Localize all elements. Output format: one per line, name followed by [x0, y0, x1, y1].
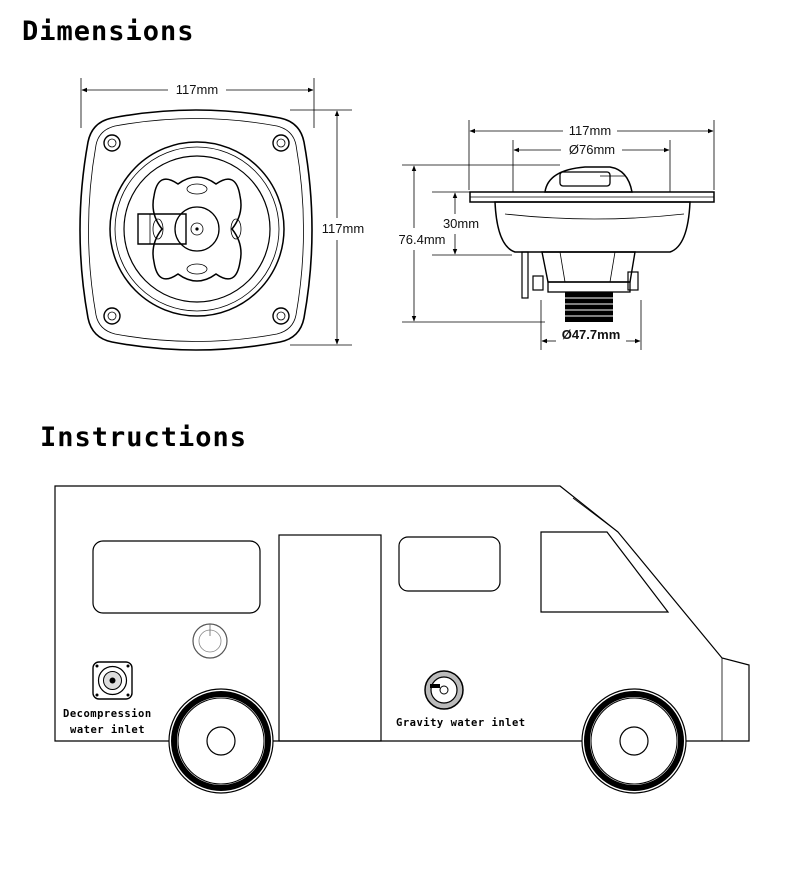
front-height-label: 117mm: [322, 221, 364, 236]
side-depth-label: 30mm: [443, 216, 479, 231]
decompression-inlet-icon: [92, 661, 133, 700]
gravity-inlet-icon: [424, 670, 464, 710]
dimensions-heading: Dimensions: [22, 16, 195, 47]
gravity-label: Gravity water inlet: [396, 717, 526, 729]
side-height-label: 76.4mm: [399, 232, 446, 247]
front-view-drawing: [79, 78, 352, 351]
side-thread-label: Ø47.7mm: [562, 327, 621, 342]
side-width-label: 117mm: [569, 123, 611, 138]
rear-wheel: [168, 688, 274, 794]
side-view-drawing: [402, 120, 715, 350]
instructions-heading: Instructions: [40, 422, 247, 453]
decompression-label-line1: Decompression: [63, 708, 152, 720]
front-wheel: [581, 688, 687, 794]
front-width-label: 117mm: [176, 82, 218, 97]
upper-inlet-icon: [192, 623, 228, 659]
side-diameter-label: Ø76mm: [569, 142, 615, 157]
decompression-label-line2: water inlet: [70, 724, 145, 736]
